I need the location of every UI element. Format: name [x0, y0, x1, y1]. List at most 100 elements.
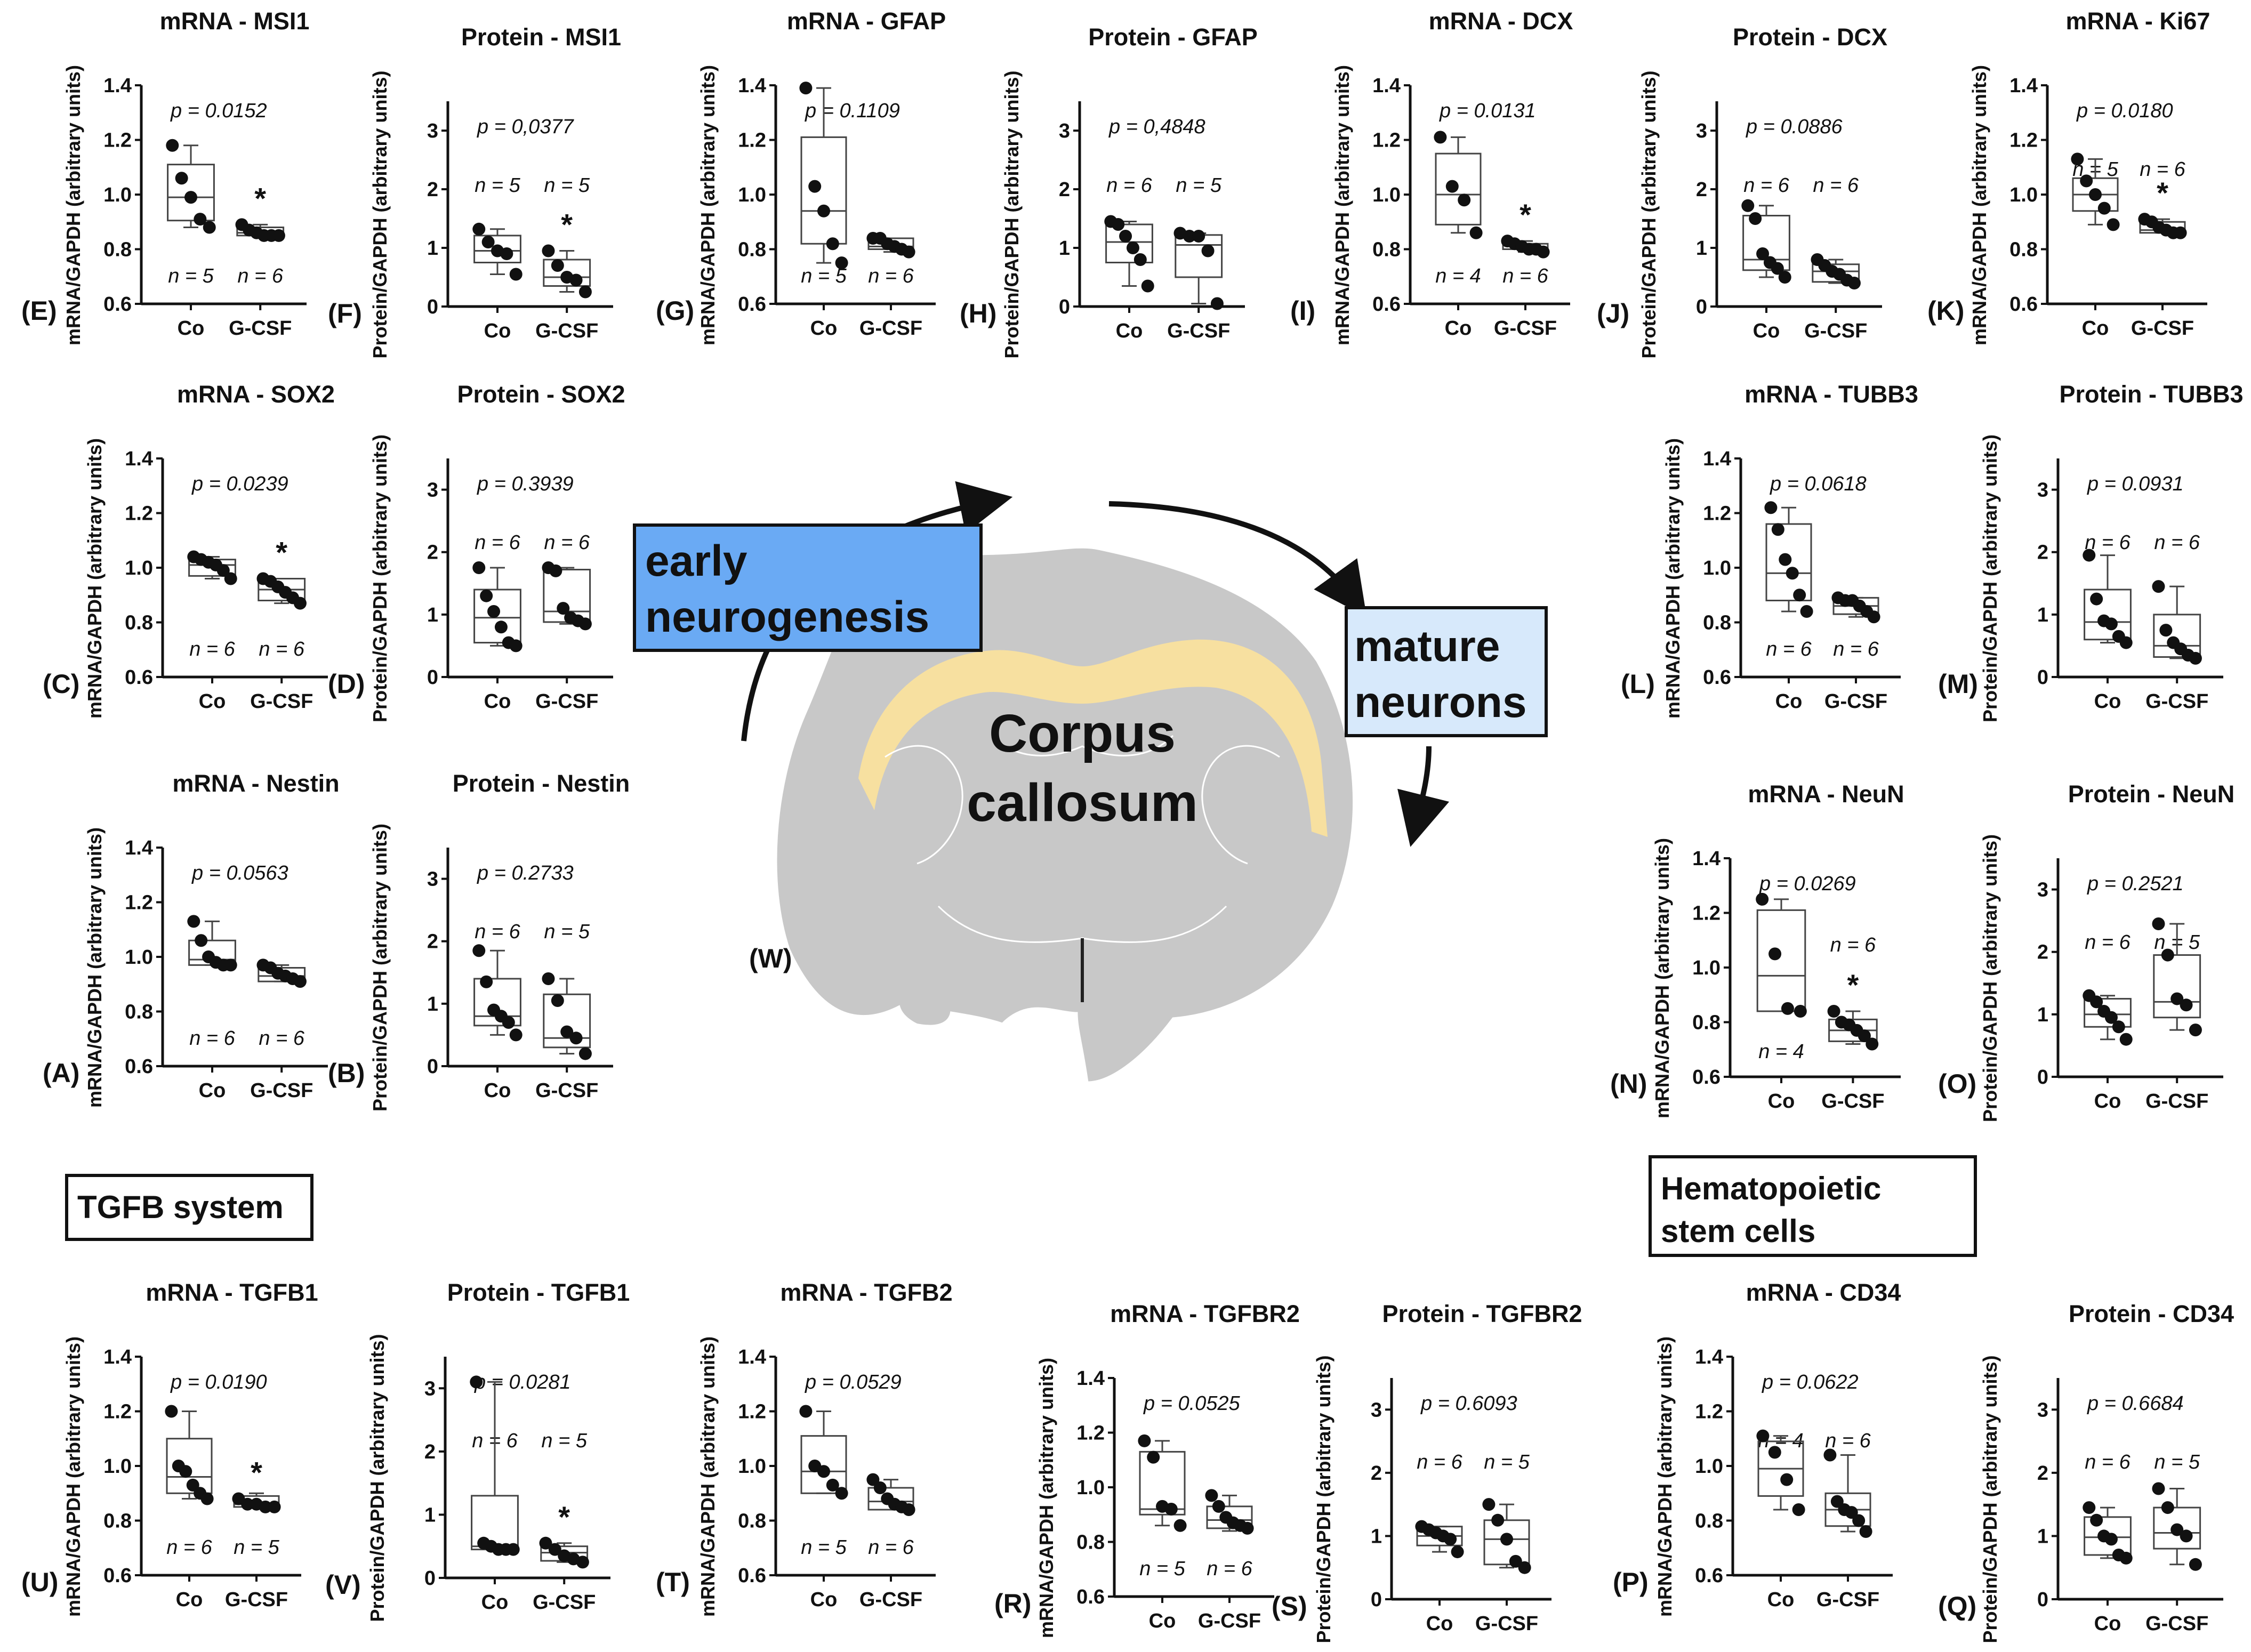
data-point: [1794, 1005, 1807, 1018]
x-tick-label: Co: [1768, 1090, 1795, 1113]
y-tick-label: 1.4: [103, 1346, 132, 1368]
y-axis-label: Protein/GAPDH (arbitrary units): [1001, 70, 1023, 358]
data-point: [1141, 279, 1154, 293]
panel-letter: (N): [1610, 1069, 1647, 1099]
y-tick-label: 0.8: [1692, 1012, 1721, 1034]
n-label: n = 6: [1813, 174, 1859, 197]
n-label: n = 6: [475, 531, 520, 554]
y-tick-label: 3: [424, 1377, 436, 1400]
n-label: n = 5: [544, 174, 590, 197]
n-label: n = 5: [541, 1430, 587, 1452]
y-tick-label: 0: [2037, 1066, 2048, 1089]
x-tick-label: G-CSF: [1804, 320, 1867, 342]
data-point: [487, 605, 501, 618]
n-label: n = 4: [1435, 265, 1481, 287]
y-tick-label: 1.0: [738, 1455, 766, 1478]
x-tick-label: G-CSF: [2131, 317, 2194, 340]
n-label: n = 6: [1106, 174, 1152, 197]
data-point: [1469, 226, 1483, 239]
box: [1139, 1450, 1186, 1516]
y-tick-label: 1.0: [1695, 1455, 1723, 1478]
y-tick-label: 1.2: [1372, 130, 1401, 152]
data-point: [472, 944, 486, 957]
y-axis-label: mRNA/GAPDH (arbitrary units): [1654, 1336, 1676, 1617]
data-point: [509, 639, 522, 652]
n-label: n = 4: [1758, 1041, 1804, 1063]
significance-star: *: [276, 536, 287, 569]
significance-star: *: [1847, 968, 1859, 1002]
data-point: [2170, 992, 2184, 1005]
y-tick-label: 0.8: [1695, 1510, 1723, 1533]
y-tick-label: 1.4: [103, 75, 132, 97]
data-point: [1756, 1429, 1770, 1443]
data-point: [1764, 501, 1778, 514]
y-tick-label: 0.6: [1703, 666, 1731, 689]
panel-letter: (E): [21, 296, 57, 326]
data-point: [2104, 617, 2118, 631]
y-tick-label: 0.6: [738, 1565, 766, 1587]
x-tick-label: Co: [199, 690, 226, 713]
panel-title: mRNA - TGFB2: [780, 1279, 952, 1306]
panel-letter: (K): [1927, 296, 1964, 326]
data-point: [826, 237, 839, 251]
data-point: [470, 1375, 483, 1389]
data-point: [549, 564, 562, 577]
p-value: p = 0.2733: [477, 862, 574, 884]
n-label: n = 6: [2154, 531, 2200, 554]
data-point: [2090, 592, 2103, 606]
mature-neurons-box: mature neurons: [1345, 606, 1548, 737]
data-point: [2107, 218, 2120, 231]
p-value: p = 0,0377: [477, 116, 575, 138]
data-point: [1771, 262, 1784, 275]
y-tick-label: 0.8: [1703, 612, 1731, 634]
brain-diagram: Corpus callosum early neurogenesis matur…: [633, 481, 1548, 1083]
data-point: [826, 1478, 839, 1492]
data-point: [2152, 917, 2165, 930]
y-axis-label: mRNA/GAPDH (arbitrary units): [62, 1336, 84, 1617]
data-point: [902, 1503, 915, 1516]
y-axis-label: mRNA/GAPDH (arbitrary units): [1651, 838, 1673, 1118]
mature-label-line-2: neurons: [1354, 678, 1526, 727]
x-tick-label: Co: [199, 1079, 226, 1102]
y-tick-label: 0.6: [125, 1055, 153, 1078]
data-point: [2119, 1033, 2133, 1046]
data-point: [542, 244, 555, 257]
data-point: [259, 1500, 272, 1513]
box: [2084, 1516, 2132, 1556]
panel-letter: (A): [43, 1058, 79, 1088]
y-axis-label: Protein/GAPDH (arbitrary units): [1638, 70, 1660, 358]
significance-star: *: [254, 181, 266, 215]
data-point: [2170, 1523, 2184, 1536]
panel-title: Protein - GFAP: [1088, 23, 1258, 51]
significance-star: *: [251, 1456, 262, 1489]
y-tick-label: 2: [1059, 179, 1070, 201]
y-tick-label: 1: [1371, 1525, 1382, 1548]
y-tick-label: 0: [424, 1567, 436, 1590]
data-point: [1491, 1513, 1505, 1527]
data-point: [1741, 199, 1755, 212]
data-point: [1164, 1503, 1178, 1516]
x-tick-label: Co: [1767, 1589, 1795, 1611]
panel-title: Protein - CD34: [2069, 1300, 2234, 1327]
panel-label-w: (W): [749, 944, 792, 973]
x-tick-label: G-CSF: [1816, 1589, 1879, 1611]
y-tick-label: 2: [2037, 542, 2048, 564]
x-tick-label: G-CSF: [859, 1589, 922, 1611]
panel-title: Protein - NeuN: [2068, 780, 2235, 808]
x-tick-label: Co: [1426, 1613, 1453, 1635]
y-axis-label: Protein/GAPDH (arbitrary units): [369, 434, 391, 722]
data-point: [2180, 1529, 2193, 1543]
n-label: n = 6: [1833, 638, 1879, 660]
data-point: [2161, 1501, 2174, 1514]
y-tick-label: 2: [1371, 1462, 1382, 1485]
n-label: n = 6: [1417, 1451, 1462, 1473]
x-tick-label: Co: [1775, 690, 1803, 713]
p-value: p = 0.2521: [2087, 873, 2184, 895]
data-point: [1192, 230, 1205, 243]
data-point: [272, 229, 285, 242]
y-axis-label: mRNA/GAPDH (arbitrary units): [1331, 65, 1353, 345]
y-tick-label: 1.0: [103, 184, 132, 206]
